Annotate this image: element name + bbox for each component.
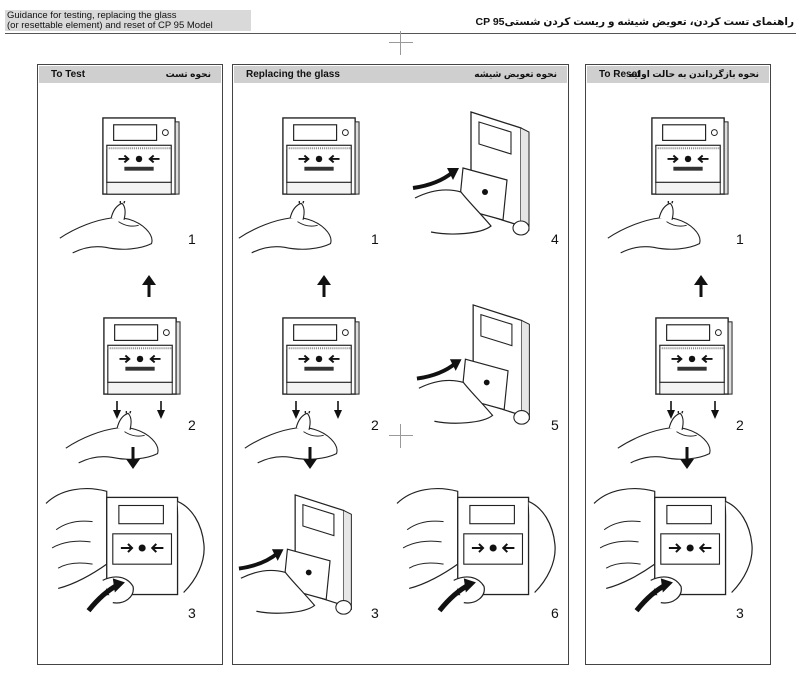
arrow-up-icon	[142, 275, 156, 297]
panel-replacing-glass-header: Replacing the glass نحوه تعویض شیشه	[234, 66, 567, 83]
hand-hold-figure	[44, 483, 216, 615]
panel-replacing-glass: Replacing the glass نحوه تعویض شیشه 1 2 …	[232, 64, 569, 665]
step-number: 1	[188, 231, 196, 247]
panel-replacing-glass-title-fa: نحوه تعویض شیشه	[474, 69, 557, 79]
step-number: 4	[551, 231, 559, 247]
device-tilt-figure	[237, 493, 363, 619]
hand-below-figure	[64, 411, 174, 467]
arrow-down-icon	[126, 447, 140, 469]
device-front-figure	[648, 115, 730, 199]
panel-replacing-glass-title-en: Replacing the glass	[246, 69, 340, 80]
step-number: 3	[736, 605, 744, 621]
panel-to-test: To Test نحوه تست 1 2 3	[37, 64, 223, 665]
step-number: 3	[188, 605, 196, 621]
step-number: 3	[371, 605, 379, 621]
panel-to-reset-title-en: To Reset	[599, 69, 641, 80]
step-number: 1	[736, 231, 744, 247]
step-number: 2	[736, 417, 744, 433]
glass-insert-figure	[411, 105, 541, 245]
device-front-figure	[279, 115, 361, 199]
device-open-figure	[279, 315, 361, 399]
device-front-figure	[99, 115, 181, 199]
hand-hold-figure	[395, 483, 567, 615]
panel-to-test-header: To Test نحوه تست	[39, 66, 221, 83]
hand-below-figure	[58, 201, 168, 257]
device-tilt-figure	[415, 303, 541, 429]
device-open-figure	[652, 315, 734, 399]
registration-mark-center	[389, 424, 413, 448]
arrow-down-icon	[680, 447, 694, 469]
step-number: 1	[371, 231, 379, 247]
registration-mark-top	[389, 31, 413, 55]
arrow-up-icon	[317, 275, 331, 297]
arrow-down-icon	[303, 447, 317, 469]
step-number: 2	[188, 417, 196, 433]
header-title-fa: راهنمای تست کردن، تعویض شیشه و ریست کردن…	[475, 16, 794, 28]
header-title-en-line1: Guidance for testing, replacing the glas…	[7, 10, 177, 21]
step-number: 6	[551, 605, 559, 621]
panel-to-test-title-en: To Test	[51, 69, 86, 80]
hand-below-figure	[606, 201, 716, 257]
arrow-up-icon	[694, 275, 708, 297]
header-title-en: Guidance for testing, replacing the glas…	[5, 10, 251, 31]
step-number: 2	[371, 417, 379, 433]
header-title-en-line2: (or resettable element) and reset of CP …	[7, 20, 213, 31]
device-open-figure	[100, 315, 182, 399]
panel-to-reset: To Reset نحوه بازگرداندن به حالت اولیه 1…	[585, 64, 771, 665]
hand-below-figure	[616, 411, 726, 467]
panel-to-test-title-fa: نحوه تست	[165, 69, 211, 79]
hand-hold-figure	[592, 483, 764, 615]
hand-below-figure	[237, 201, 347, 257]
panel-to-reset-header: To Reset نحوه بازگرداندن به حالت اولیه	[587, 66, 769, 83]
hand-below-figure	[243, 411, 353, 467]
step-number: 5	[551, 417, 559, 433]
panel-to-reset-title-fa: نحوه بازگرداندن به حالت اولیه	[628, 69, 759, 79]
